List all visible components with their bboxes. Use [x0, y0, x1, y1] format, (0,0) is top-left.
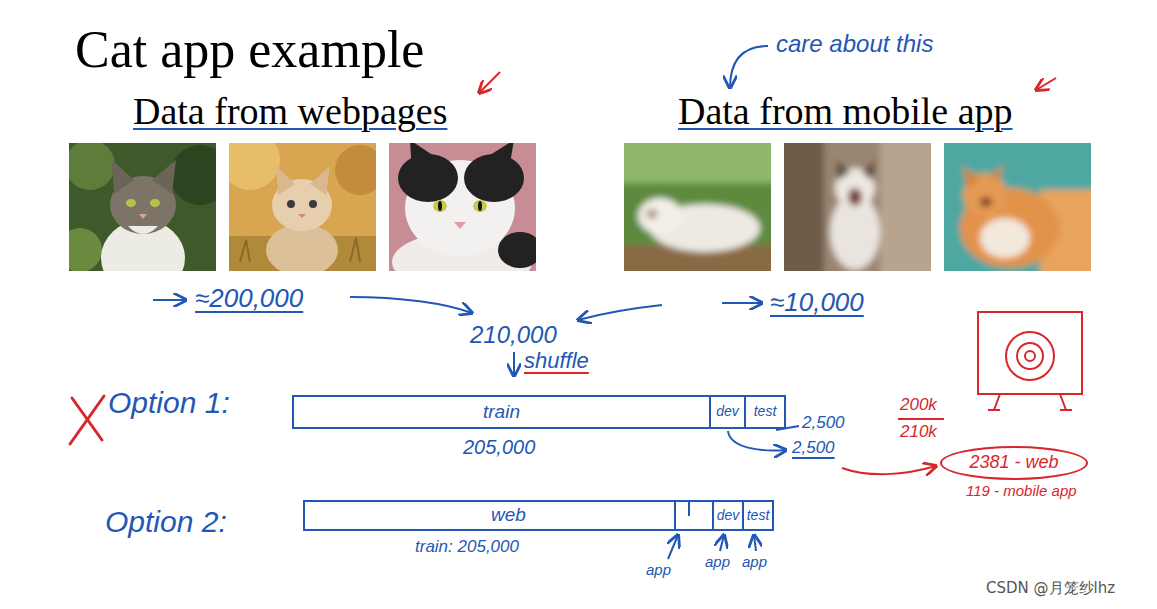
cat-photo	[69, 143, 216, 271]
source-heading: Data from mobile app	[678, 90, 1013, 134]
size-label: 2,500	[792, 438, 835, 458]
fraction-part: 200k	[900, 395, 937, 415]
segment-divider	[675, 501, 689, 530]
source-heading: Data from webpages	[133, 90, 447, 134]
flow-arrow	[722, 302, 762, 304]
size-label: train: 205,000	[415, 537, 519, 557]
segment-label: 2381 - web	[969, 453, 1058, 473]
reject-cross	[70, 396, 104, 444]
check-arrow	[1036, 78, 1056, 90]
split-segment: dev	[712, 500, 744, 531]
breakdown-note: 119 - mobile app	[966, 482, 1078, 499]
segment-label: test	[754, 404, 777, 419]
segment-label: dev	[716, 404, 739, 419]
size-label: 2,500	[802, 413, 845, 433]
cat-photo	[229, 143, 376, 271]
cat-photo	[389, 143, 536, 271]
cat-photo	[944, 143, 1091, 271]
option-label: Option 2:	[105, 505, 227, 540]
source-tag: app	[705, 553, 730, 570]
segment-label: web	[491, 505, 526, 526]
source-tag: app	[742, 553, 767, 570]
count-label: ≈10,000	[770, 288, 864, 318]
split-segment: web	[303, 500, 714, 531]
count-label: ≈200,000	[195, 284, 303, 314]
check-arrow	[479, 72, 500, 93]
handwritten-note: care about this	[776, 30, 933, 58]
fraction-part: 210k	[900, 422, 937, 442]
flow-arrow	[350, 297, 472, 313]
watermark: CSDN @月笼纱lhz	[986, 580, 1115, 597]
source-tag: app	[646, 561, 671, 578]
segment-label: train	[483, 402, 520, 423]
leader-arrow	[720, 535, 724, 551]
split-segment: test	[742, 500, 774, 531]
segment-label: test	[747, 508, 770, 523]
slide-title: Cat app example	[75, 20, 424, 80]
step-label: shuffle	[524, 348, 589, 373]
size-label: 205,000	[463, 436, 535, 459]
fraction-bar	[898, 418, 944, 420]
leader-arrow	[668, 535, 678, 559]
flow-arrow	[513, 352, 515, 376]
split-segment: test	[744, 395, 786, 429]
option-label: Option 1:	[108, 386, 230, 421]
flow-arrow	[578, 305, 662, 320]
highlight-ellipse: 2381 - web	[940, 446, 1088, 480]
target-sketch	[978, 312, 1082, 410]
cat-photo	[624, 143, 771, 271]
cat-photo	[784, 143, 931, 271]
flow-arrow	[153, 299, 186, 301]
count-label: 210,000	[470, 321, 557, 349]
split-segment: dev	[709, 395, 746, 429]
note-arrow	[730, 46, 768, 88]
split-segment: train	[292, 395, 711, 429]
leader-arrow	[728, 431, 786, 450]
leader-arrow	[842, 466, 936, 474]
leader-arrow	[754, 535, 756, 551]
segment-label: dev	[717, 508, 740, 523]
